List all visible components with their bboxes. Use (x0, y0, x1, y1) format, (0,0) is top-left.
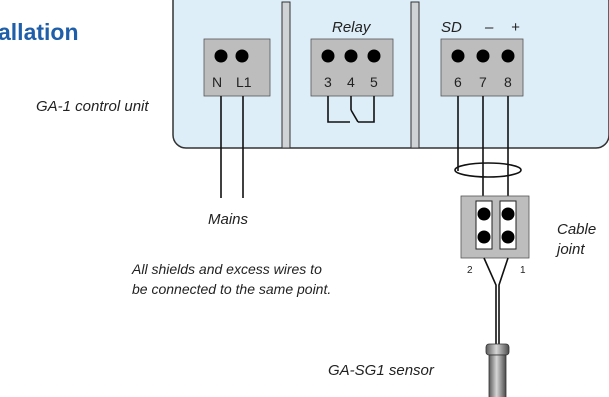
sensor-cable-wires (457, 96, 509, 196)
page-heading: allation (0, 19, 79, 45)
terminal-label-8: 8 (504, 74, 512, 90)
joint-terminal-1: 1 (520, 265, 526, 276)
ga-sg1-sensor (485, 343, 510, 397)
mains-wires (220, 96, 244, 198)
terminal-screw-n (214, 49, 228, 63)
terminal-label-4: 4 (347, 74, 355, 90)
minus-title: – (484, 19, 494, 36)
terminal-screw-4 (344, 49, 358, 63)
terminal-label-6: 6 (454, 74, 462, 90)
terminal-screw-7 (476, 49, 490, 63)
shield-note-line2: be connected to the same point. (132, 281, 331, 297)
terminal-screw-6 (451, 49, 465, 63)
joint-screw-4 (501, 230, 515, 244)
relay-title: Relay (332, 19, 372, 36)
mains-terminal-block: N L1 (203, 38, 271, 97)
plus-title: + (511, 19, 520, 36)
terminal-screw-3 (321, 49, 335, 63)
terminal-label-l1: L1 (236, 74, 252, 90)
shield-note-line1: All shields and excess wires to (131, 261, 322, 277)
control-unit-label: GA-1 control unit (36, 98, 149, 115)
mains-label: Mains (208, 211, 249, 228)
joint-terminal-2: 2 (467, 265, 473, 276)
cable-joint: 2 1 (460, 195, 530, 276)
joint-screw-1 (477, 207, 491, 221)
housing-dividers (281, 1, 420, 149)
terminal-label-3: 3 (324, 74, 332, 90)
sensor-terminal-block: SD – + 6 7 8 (440, 19, 524, 97)
cable-joint-label-line2: joint (555, 241, 585, 258)
relay-terminal-block: Relay 3 4 5 (310, 19, 394, 97)
sensor-lead-wires (483, 257, 509, 346)
joint-screw-2 (477, 230, 491, 244)
joint-screw-3 (501, 207, 515, 221)
terminal-label-5: 5 (370, 74, 378, 90)
relay-contact-symbol (327, 96, 375, 123)
terminal-screw-8 (501, 49, 515, 63)
cable-shield-ring (454, 162, 522, 178)
terminal-label-n: N (212, 74, 222, 90)
terminal-screw-5 (367, 49, 381, 63)
sd-title: SD (441, 19, 462, 36)
cable-joint-label-line1: Cable (557, 221, 596, 238)
terminal-screw-l1 (235, 49, 249, 63)
terminal-label-7: 7 (479, 74, 487, 90)
sensor-label: GA-SG1 sensor (328, 362, 435, 379)
